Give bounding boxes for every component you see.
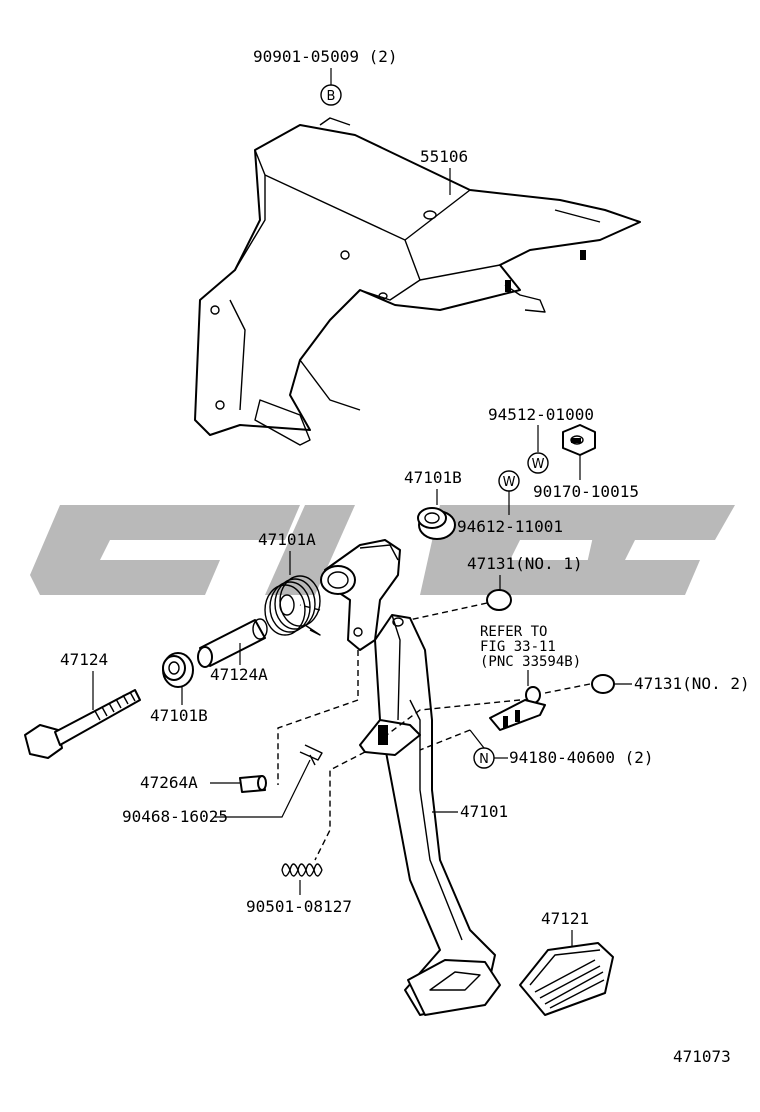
- spring-icon: [264, 575, 321, 636]
- cushion-no1-icon: [486, 589, 512, 611]
- label-spring: 47101A: [258, 530, 316, 549]
- cushion-no2-icon: [591, 674, 615, 694]
- label-bushing-upper: 47101B: [404, 468, 462, 487]
- bracket-55106: [194, 117, 641, 446]
- long-bolt-icon: [24, 689, 141, 759]
- label-bolt-long: 47124: [60, 650, 108, 669]
- leader-pin: [215, 759, 311, 818]
- marker-w2: W: [503, 475, 516, 490]
- label-collar: 47124A: [210, 665, 268, 684]
- label-pedal: 47101: [460, 802, 508, 821]
- label-cushion-no2: 47131(NO. 2): [634, 674, 750, 693]
- figure-number: 471073: [673, 1047, 731, 1066]
- refer-line1: REFER TO: [480, 624, 547, 640]
- dashed-cushion-no1: [399, 602, 488, 623]
- label-bracket: 55106: [420, 147, 468, 166]
- collar-icon: [197, 618, 268, 668]
- label-washer-w1: 94512-01000: [488, 405, 594, 424]
- leader-n-up: [469, 729, 485, 749]
- bushing-lower-icon: [162, 652, 194, 688]
- nut-icon: [562, 424, 596, 456]
- marker-w1: W: [532, 457, 545, 472]
- label-pedal-pad: 47121: [541, 909, 589, 928]
- bushing-upper-icon: [417, 507, 456, 540]
- marker-b: B: [327, 89, 336, 104]
- label-clip: 47264A: [140, 773, 198, 792]
- label-pin: 90468-16025: [122, 807, 228, 826]
- label-bolt-b: 90901-05009 (2): [253, 47, 398, 66]
- clip-icon: [239, 775, 267, 793]
- pedal-pivot-icon: [320, 539, 401, 651]
- pin-icon: [299, 744, 323, 766]
- label-nut: 90170-10015: [533, 482, 639, 501]
- label-washer-w2: 94612-11001: [457, 517, 563, 536]
- marker-w1-circle: [527, 452, 549, 474]
- pedal-arm-icon: [359, 614, 501, 1016]
- label-bushing-lower: 47101B: [150, 706, 208, 725]
- label-return-spring: 90501-08127: [246, 897, 352, 916]
- pedal-pad-icon: [519, 942, 614, 1016]
- marker-n: N: [479, 752, 489, 767]
- watermark-logo: [30, 505, 735, 595]
- switch-bracket-icon: [489, 686, 546, 731]
- assembly-lines: [277, 604, 591, 861]
- label-cushion-no1: 47131(NO. 1): [467, 554, 583, 573]
- refer-line2: FIG 33-11: [480, 639, 556, 655]
- label-nut-n: 94180-40600 (2): [509, 748, 654, 767]
- return-spring-icon: [281, 863, 323, 877]
- refer-line3: (PNC 33594B): [480, 654, 581, 670]
